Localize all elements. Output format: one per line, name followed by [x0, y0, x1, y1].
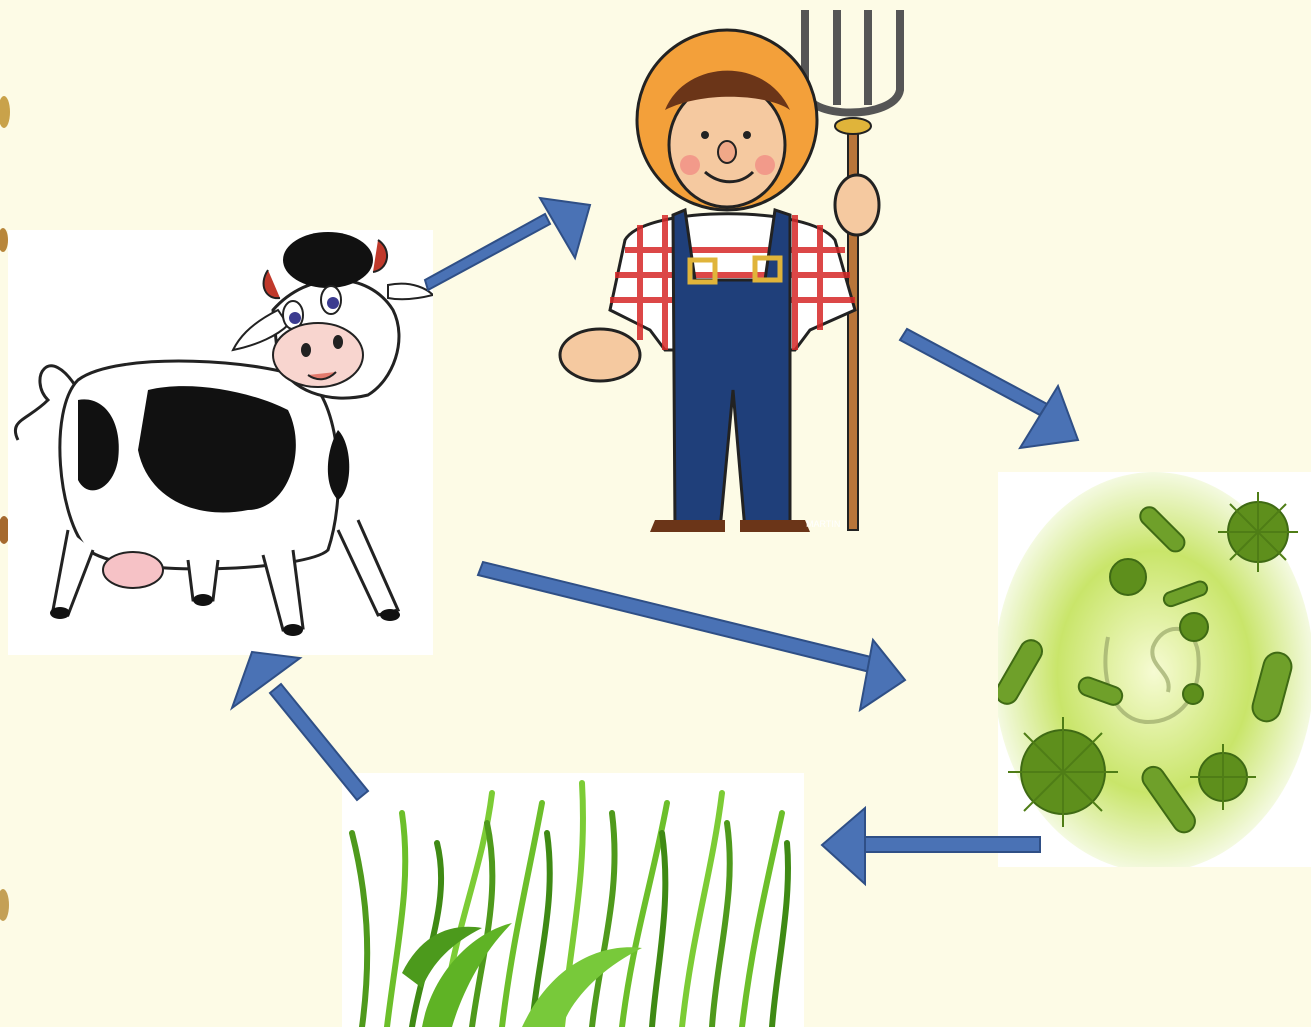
arrow-cow-to-bacteria [478, 562, 905, 710]
farmer-icon [555, 10, 910, 532]
grass-node [342, 773, 804, 1027]
farmer-signature: MARTIN [806, 519, 840, 529]
arrow-farmer-to-bacteria [900, 329, 1078, 448]
cow-icon [8, 230, 433, 655]
farmer-node [555, 10, 910, 532]
cow-node [8, 230, 433, 655]
bacteria-node [998, 472, 1311, 867]
grass-icon [342, 773, 804, 1027]
bacteria-icon [998, 472, 1311, 867]
